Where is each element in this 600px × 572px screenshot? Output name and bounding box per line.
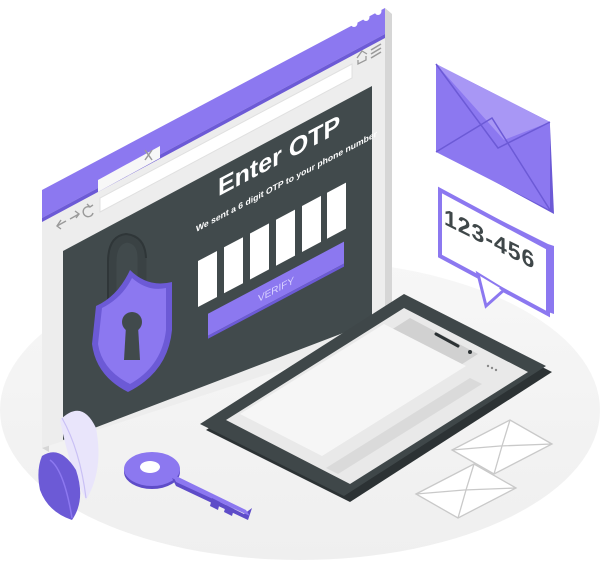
browser-tab[interactable] (98, 146, 160, 192)
window-dot[interactable] (350, 19, 358, 27)
envelope-icon (435, 63, 554, 214)
envelope-outline-icon (414, 463, 518, 519)
menu-icon[interactable] (370, 43, 382, 59)
leaf-icon (38, 410, 99, 520)
padlock-shield-icon (92, 232, 172, 392)
envelope-outline-icon (450, 419, 554, 475)
otp-digit-box[interactable] (302, 195, 321, 252)
otp-message-bubble: 123-456 (438, 186, 554, 318)
phone-input-bar[interactable] (326, 378, 482, 474)
otp-digit-box[interactable] (276, 209, 295, 266)
close-icon[interactable] (144, 149, 153, 161)
phone-text-block (240, 324, 466, 456)
otp-digit-box[interactable] (224, 237, 243, 294)
otp-digit-boxes (198, 182, 346, 308)
verify-button[interactable] (208, 241, 344, 336)
address-bar[interactable] (99, 63, 353, 213)
otp-digit-box[interactable] (198, 250, 217, 308)
smartphone (200, 294, 552, 502)
home-icon[interactable] (356, 50, 368, 66)
window-dot[interactable] (362, 13, 370, 21)
window-dot[interactable] (374, 7, 382, 15)
reload-icon[interactable] (82, 203, 94, 218)
arrow-right-icon[interactable] (69, 210, 80, 220)
otp-digit-box[interactable] (327, 182, 346, 239)
key-icon (124, 452, 252, 520)
otp-digit-box[interactable] (250, 223, 269, 280)
arrow-left-icon[interactable] (56, 219, 67, 230)
